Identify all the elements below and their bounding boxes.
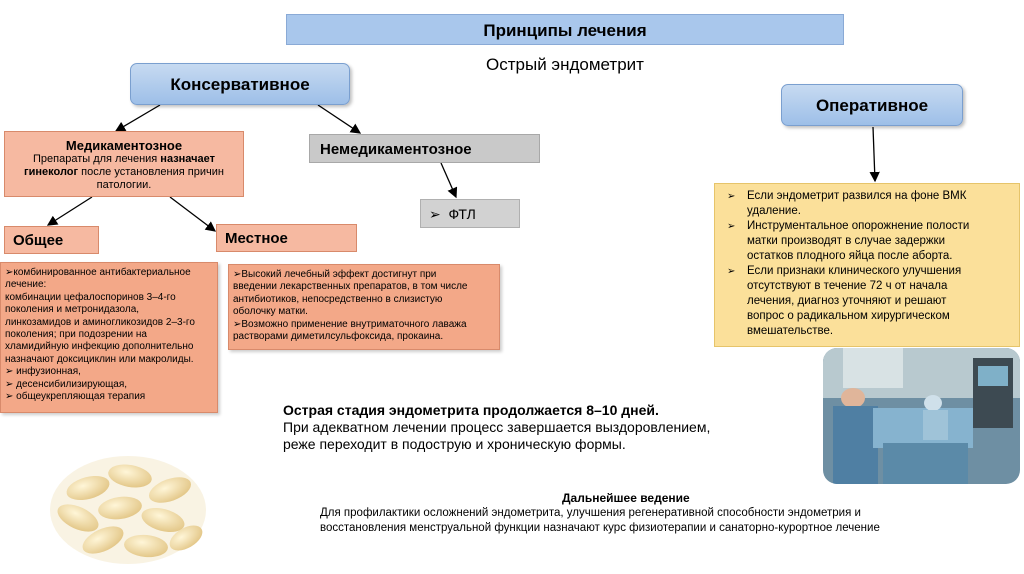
local-node: Местное (216, 224, 357, 252)
arrow-to-nonmedicamentous (318, 105, 360, 133)
local-line: введении лекарственных препаратов, в том… (233, 281, 495, 293)
general-line: комбинации цефалоспоринов 3–4-го (5, 292, 213, 304)
operative-line: отсутствуют в течение 72 ч от начала (747, 279, 1013, 294)
general-line: ➢ инфузионная, (5, 366, 213, 378)
operative-node: Оперативное (781, 84, 963, 126)
general-line: хламидийную инфекцию дополнительно (5, 341, 213, 353)
medicamentous-node: Медикаментозное Препараты для лечения на… (4, 131, 244, 197)
general-line: назначают доксициклин или макролиды. (5, 354, 213, 366)
arrow-to-operative-box (873, 127, 875, 181)
acute-stage-line: реже переходит в подострую и хроническую… (283, 436, 783, 453)
medicamentous-text-b: после установления причин патологии. (78, 166, 224, 191)
medicamentous-text-a: Препараты для лечения (33, 153, 160, 165)
operative-line: лечения, диагноз уточняют и решают (747, 294, 1013, 309)
general-line: ➢комбинированное антибактериальное (5, 267, 213, 279)
operative-line: матки производят в случае задержки (747, 234, 1013, 249)
general-line: лечение: (5, 279, 213, 291)
operative-line: Если эндометрит развился на фоне ВМК (747, 189, 1013, 204)
operative-line: вмешательстве. (747, 324, 1013, 339)
operative-item: Если эндометрит развился на фоне ВМК уда… (721, 189, 1013, 219)
arrow-to-ftl (441, 163, 456, 197)
operative-line: вопрос о радикальном хирургическом (747, 309, 1013, 324)
nonmedicamentous-node: Немедикаментозное (309, 134, 540, 163)
arrow-to-local (170, 197, 215, 231)
operative-line: остатков плодного яйца после аборта. (747, 249, 1013, 264)
general-therapy-box: ➢комбинированное антибактериальное лечен… (0, 262, 218, 413)
operative-details-box: Если эндометрит развился на фоне ВМК уда… (714, 183, 1020, 347)
general-line: ➢ десенсибилизирующая, (5, 379, 213, 391)
page-title: Принципы лечения (286, 14, 844, 45)
subtitle: Острый эндометрит (286, 55, 844, 75)
further-line: восстановления менструальной функции наз… (320, 521, 980, 536)
operative-item: Если признаки клинического улучшения отс… (721, 264, 1013, 339)
ftl-node: ➢ ФТЛ (420, 199, 520, 228)
arrow-to-medicamentous (116, 105, 160, 131)
local-line: оболочку матки. (233, 306, 495, 318)
conservative-node: Консервативное (130, 63, 350, 105)
tablets-image (48, 448, 208, 566)
general-line: линкозамидов и аминогликозидов 2–3-го (5, 317, 213, 329)
further-line: Для профилактики осложнений эндометрита,… (320, 506, 980, 521)
arrow-to-general (48, 197, 92, 225)
local-line: ➢Высокий лечебный эффект достигнут при (233, 269, 495, 281)
bullet-icon: ➢ (429, 206, 449, 222)
operative-line: Инструментальное опорожнение полости (747, 219, 1013, 234)
general-node: Общее (4, 226, 99, 254)
further-heading: Дальнейшее ведение (320, 491, 980, 506)
operative-line: Если признаки клинического улучшения (747, 264, 1013, 279)
acute-stage-bold: Острая стадия эндометрита продолжается 8… (283, 402, 783, 419)
general-line: ➢ общеукрепляющая терапия (5, 391, 213, 403)
general-line: поколения и метронидазола, (5, 304, 213, 316)
operative-line: удаление. (747, 204, 1013, 219)
medicamentous-heading: Медикаментозное (5, 139, 243, 152)
operating-room-photo (823, 348, 1020, 484)
local-line: антибиотиков, непосредственно в слизисту… (233, 294, 495, 306)
operative-item: Инструментальное опорожнение полости мат… (721, 219, 1013, 264)
local-line: ➢Возможно применение внутриматочного лав… (233, 319, 495, 331)
acute-stage-note: Острая стадия эндометрита продолжается 8… (283, 402, 783, 453)
local-therapy-box: ➢Высокий лечебный эффект достигнут при в… (228, 264, 500, 350)
acute-stage-line: При адекватном лечении процесс завершает… (283, 419, 783, 436)
ftl-label: ФТЛ (449, 206, 476, 222)
further-management: Дальнейшее ведение Для профилактики осло… (320, 491, 980, 536)
general-line: поколения; при подозрении на (5, 329, 213, 341)
local-line: растворами диметилсульфоксида, прокаина. (233, 331, 495, 343)
